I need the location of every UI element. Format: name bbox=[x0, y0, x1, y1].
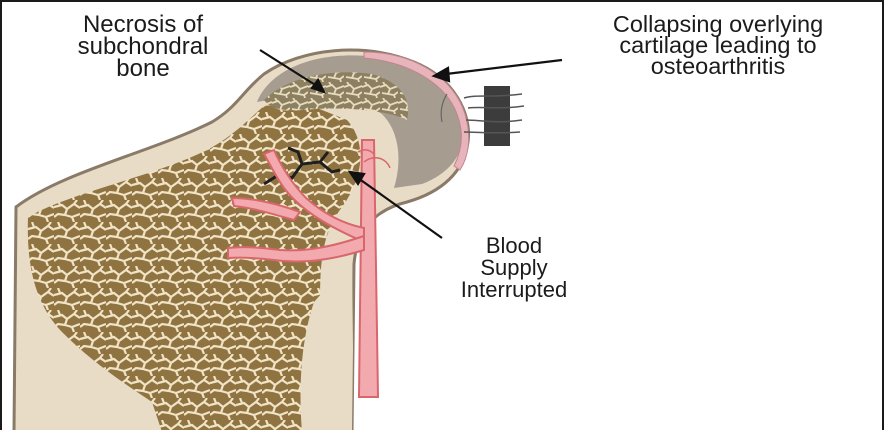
necrosis-label: Necrosis of subchondral bone bbox=[24, 14, 262, 80]
arrow-cartilage bbox=[434, 60, 562, 81]
blood-supply-label: Blood Supply Interrupted bbox=[414, 235, 614, 301]
cartilage-label: Collapsing overlying cartilage leading t… bbox=[550, 14, 884, 77]
